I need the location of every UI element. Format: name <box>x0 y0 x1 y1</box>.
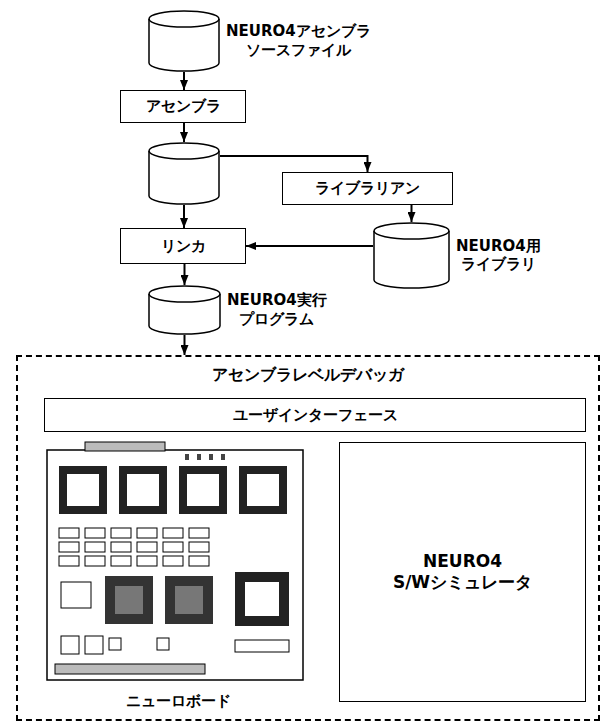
connector-arrow <box>411 205 413 222</box>
connector-arrow <box>183 205 185 228</box>
cylinder-outline <box>148 142 220 205</box>
source-file-cylinder: NEURO4アセンブラ ソースファイル <box>148 10 220 72</box>
board-label: ニューロボード <box>47 692 309 711</box>
connector-arrow <box>184 335 186 355</box>
process-box: ライブラリアン <box>282 172 453 205</box>
board-node: ニューロボード <box>47 442 309 717</box>
box-label: リンカ <box>161 237 206 256</box>
debugger-group: アセンブラレベルデバッガユーザインターフェースニューロボード NEURO4 S/W… <box>16 355 600 721</box>
connector-arrow <box>183 123 185 142</box>
file-label: NEURO4実行 プログラム <box>227 291 327 329</box>
box-label: ユーザインターフェース <box>233 406 398 425</box>
simulator-box: NEURO4 S/Wシミュレータ <box>339 442 586 702</box>
neuro-board-illustration <box>45 440 307 685</box>
connector-arrow <box>220 156 368 172</box>
group-title: アセンブラレベルデバッガ <box>18 365 598 385</box>
box-label: アセンブラ <box>146 97 221 116</box>
interface-box: ユーザインターフェース <box>44 398 586 432</box>
cylinder-outline <box>148 10 220 72</box>
library-cylinder: NEURO4用 ライブラリ <box>373 222 450 289</box>
process-box: アセンブラ <box>120 90 246 123</box>
box-label: NEURO4 S/Wシミュレータ <box>373 551 553 594</box>
process-box: リンカ <box>120 228 246 264</box>
file-label: NEURO4用 ライブラリ <box>456 237 541 275</box>
file-label: NEURO4アセンブラ ソースファイル <box>226 22 371 60</box>
box-label: ライブラリアン <box>315 179 420 198</box>
connector-arrow <box>184 264 186 285</box>
connector-arrow <box>183 72 185 90</box>
connector-arrow <box>246 245 373 247</box>
object-file-cylinder <box>148 142 220 205</box>
executable-cylinder: NEURO4実行 プログラム <box>148 285 221 335</box>
cylinder-outline <box>373 222 450 289</box>
cylinder-outline <box>148 285 221 335</box>
